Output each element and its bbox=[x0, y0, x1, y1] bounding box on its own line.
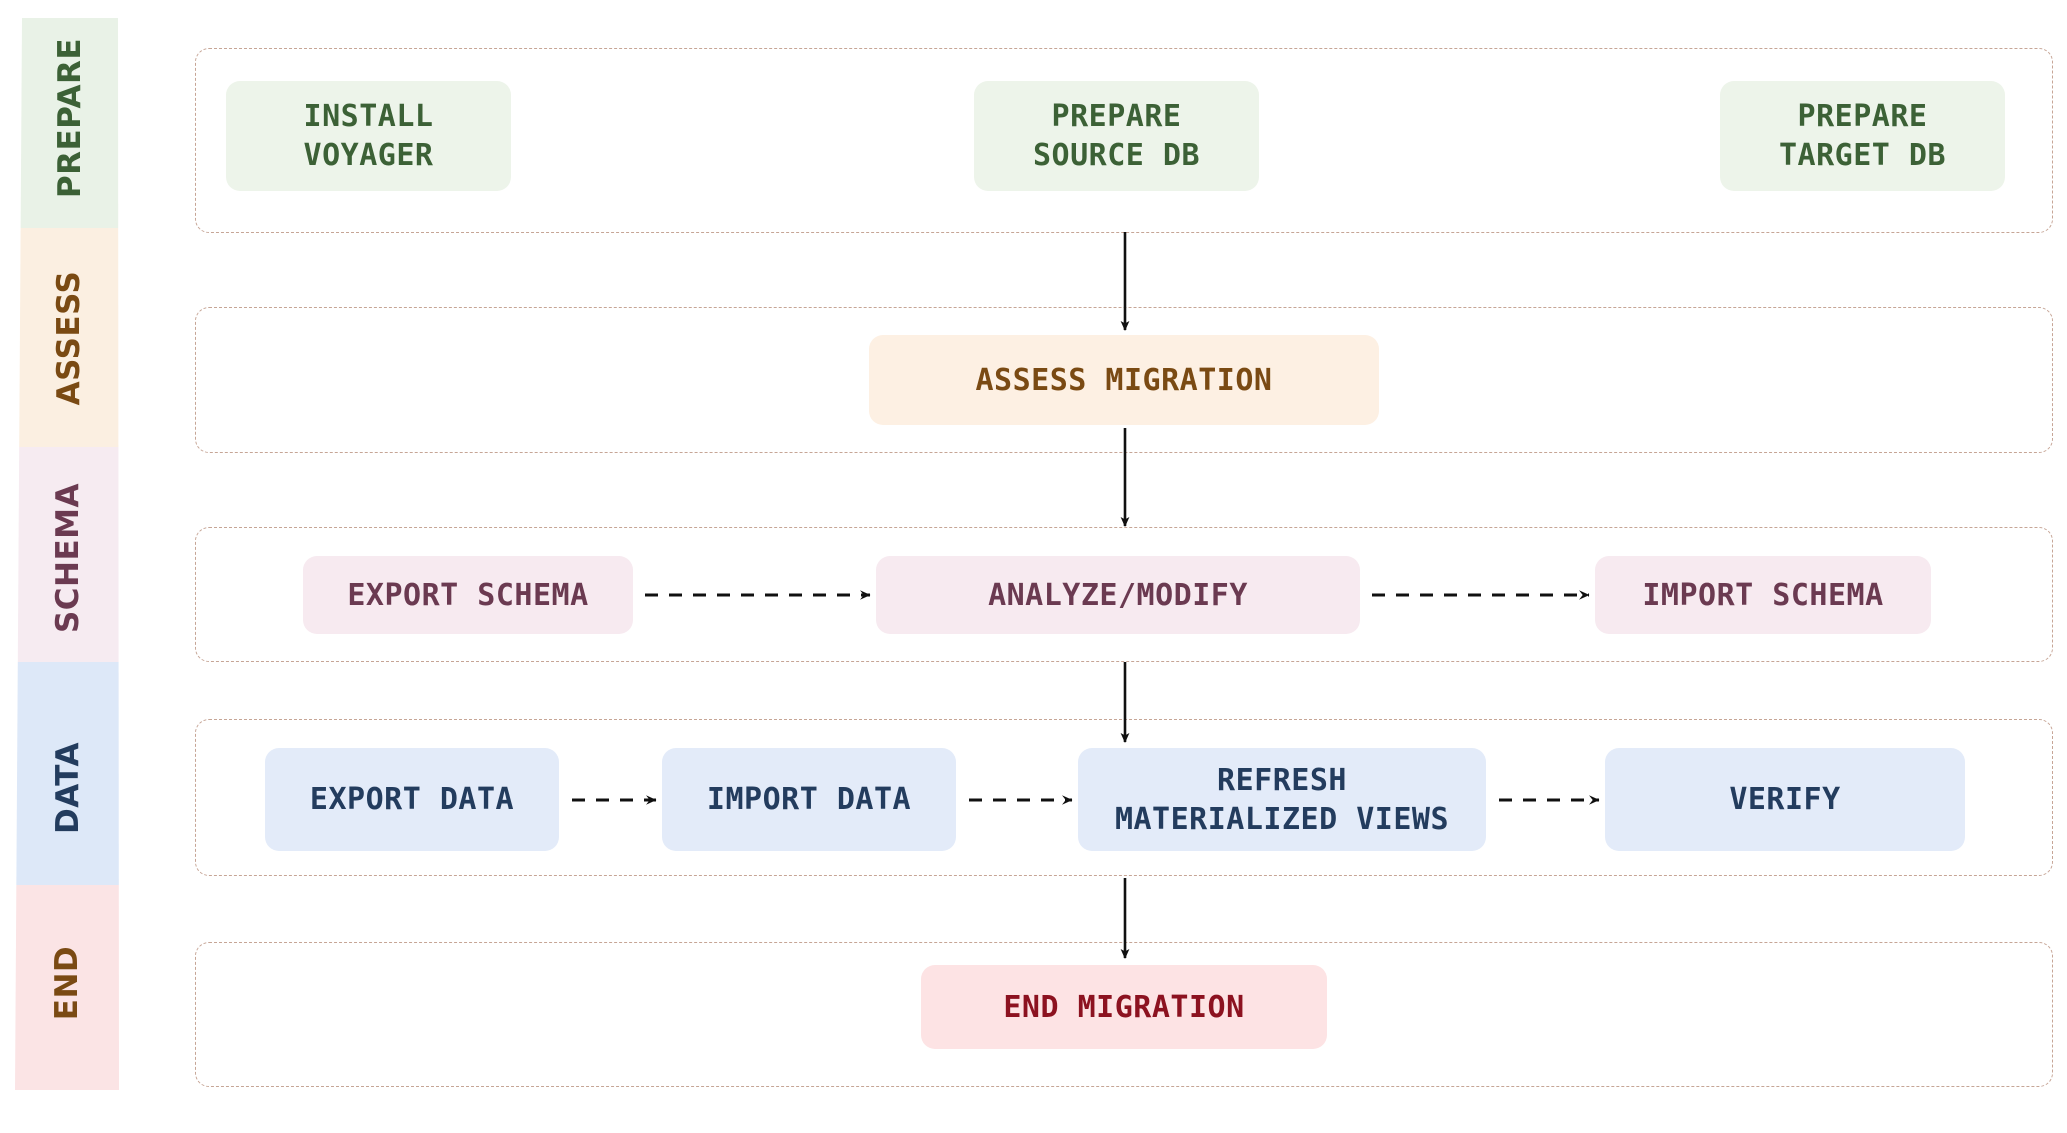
step-box-refresh-mat-views[interactable]: REFRESH MATERIALIZED VIEWS bbox=[1078, 748, 1486, 851]
step-box-export-data[interactable]: EXPORT DATA bbox=[265, 748, 559, 851]
step-box-assess-migration[interactable]: ASSESS MIGRATION bbox=[869, 335, 1379, 425]
step-box-prepare-target-db[interactable]: PREPARE TARGET DB bbox=[1720, 81, 2005, 191]
phase-container-schema bbox=[195, 527, 2053, 662]
step-box-verify[interactable]: VERIFY bbox=[1605, 748, 1965, 851]
phase-label-end: END bbox=[49, 945, 86, 1021]
step-box-import-schema[interactable]: IMPORT SCHEMA bbox=[1595, 556, 1931, 634]
step-box-end-migration[interactable]: END MIGRATION bbox=[921, 965, 1327, 1049]
step-box-prepare-source-db[interactable]: PREPARE SOURCE DB bbox=[974, 81, 1259, 191]
step-box-install-voyager[interactable]: INSTALL VOYAGER bbox=[226, 81, 511, 191]
step-box-import-data[interactable]: IMPORT DATA bbox=[662, 748, 956, 851]
step-box-export-schema[interactable]: EXPORT SCHEMA bbox=[303, 556, 633, 634]
step-box-analyze-modify[interactable]: ANALYZE/MODIFY bbox=[876, 556, 1360, 634]
